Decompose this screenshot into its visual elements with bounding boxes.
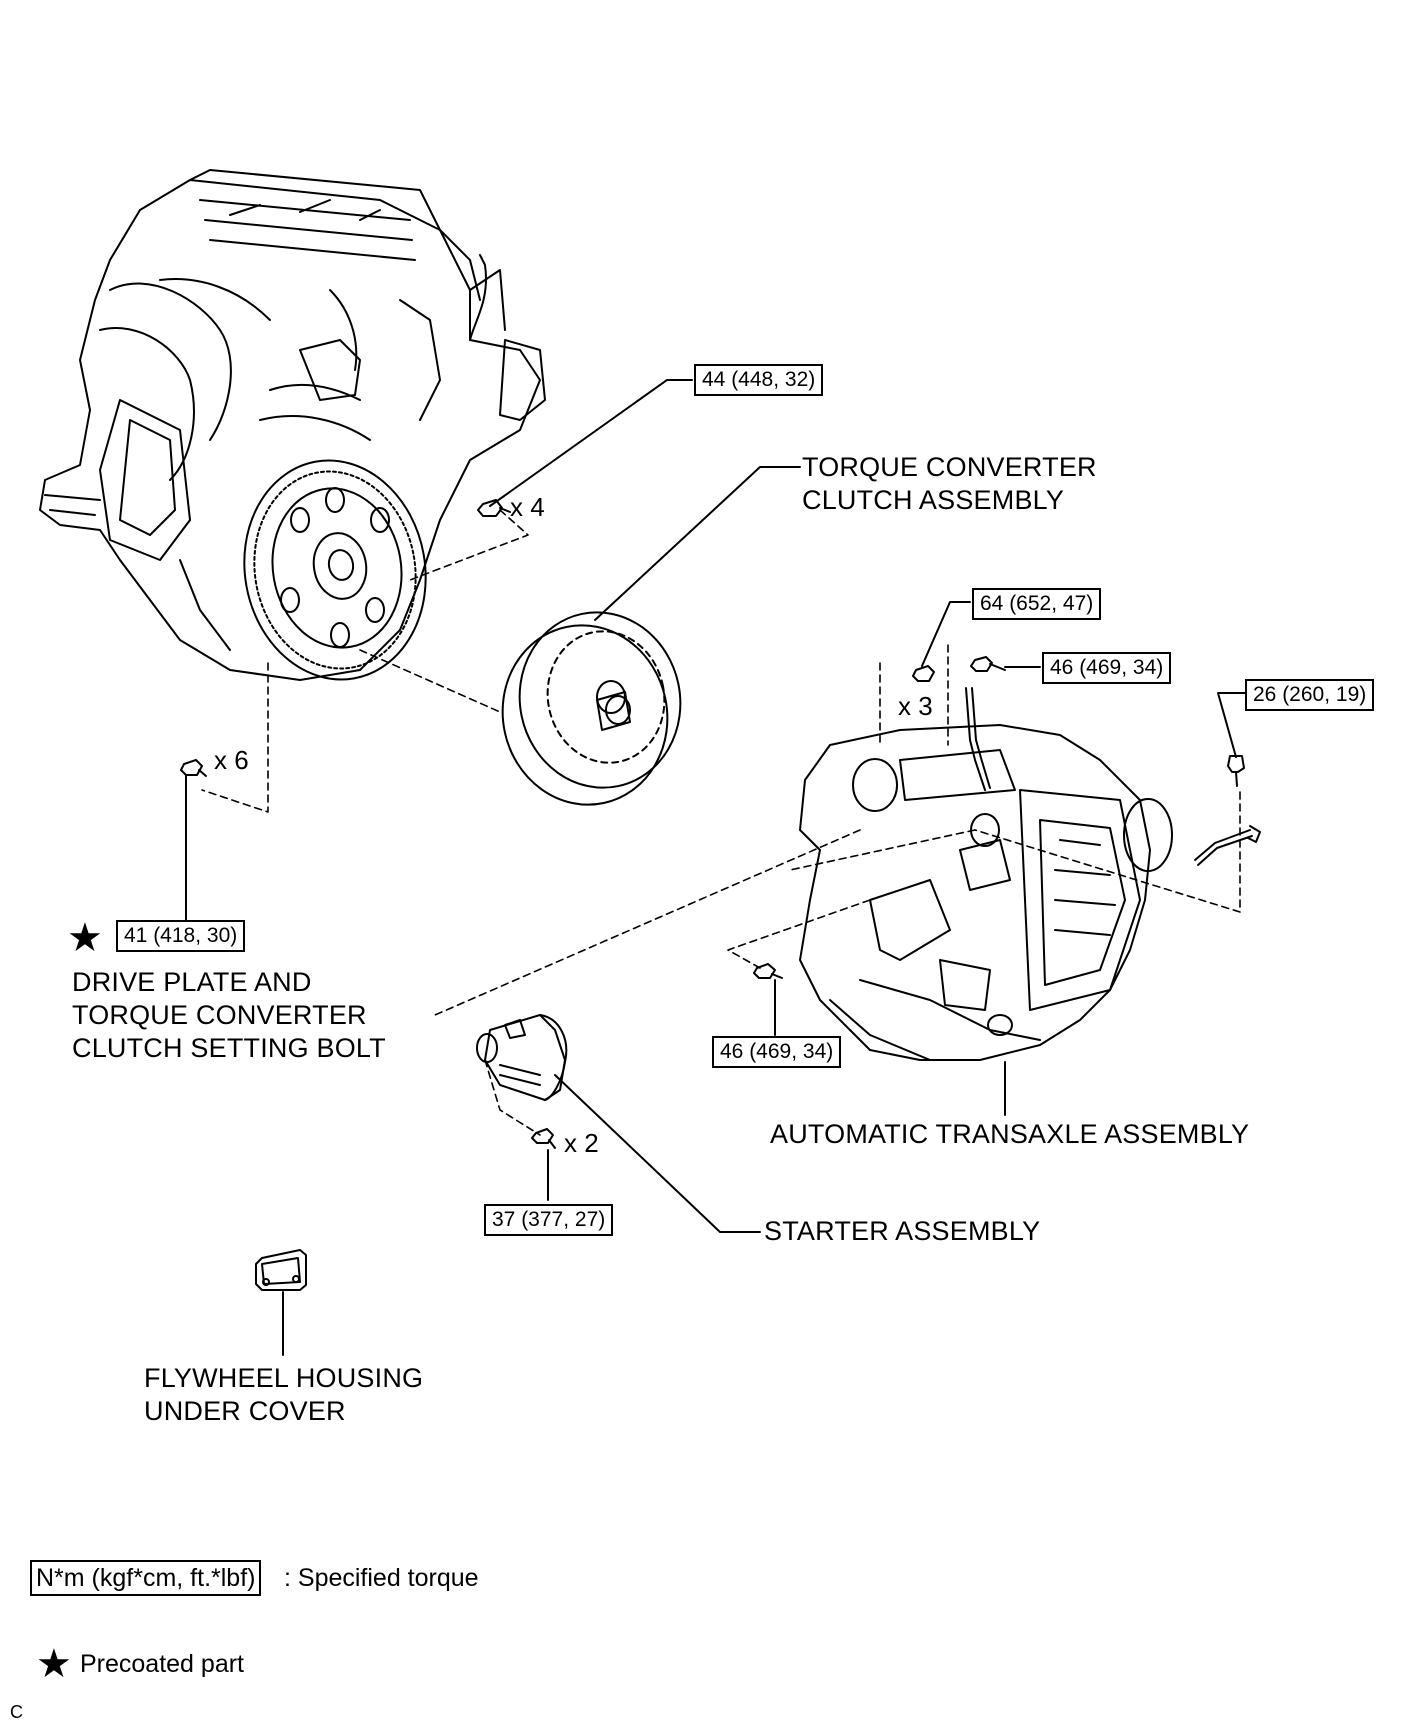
alignment-lines bbox=[201, 509, 1241, 1136]
flywheel-cover-label-line2: UNDER COVER bbox=[144, 1396, 346, 1426]
figure-code: C bbox=[10, 1702, 23, 1722]
torque-converter-label: TORQUE CONVERTER CLUTCH ASSEMBLY bbox=[802, 451, 1097, 517]
legend-torque-description: : Specified torque bbox=[284, 1564, 479, 1592]
drive-plate-bolt-label: DRIVE PLATE AND TORQUE CONVERTER CLUTCH … bbox=[72, 966, 386, 1065]
torque-converter-illustration bbox=[501, 611, 682, 806]
starter-illustration bbox=[476, 1014, 568, 1101]
bolt-quantity-x4: x 4 bbox=[510, 492, 545, 522]
transaxle-illustration bbox=[799, 687, 1261, 1061]
drive-plate-bolt-label-line2: TORQUE CONVERTER bbox=[72, 1000, 367, 1030]
torque-spec-46-upper: 46 (469, 34) bbox=[1042, 652, 1172, 684]
legend-star-icon: ★ bbox=[36, 1642, 72, 1686]
drive-plate-bolt-label-line1: DRIVE PLATE AND bbox=[72, 967, 312, 997]
flywheel-cover-label-line1: FLYWHEEL HOUSING bbox=[144, 1363, 424, 1393]
starter-label: STARTER ASSEMBLY bbox=[764, 1216, 1041, 1246]
precoated-star-icon: ★ bbox=[67, 916, 103, 960]
bolt-quantity-x2: x 2 bbox=[564, 1128, 599, 1158]
torque-spec-26: 26 (260, 19) bbox=[1245, 679, 1375, 711]
torque-spec-44: 44 (448, 32) bbox=[694, 364, 824, 396]
leader-lines bbox=[185, 379, 1256, 1356]
legend-torque-unit-box: N*m (kgf*cm, ft.*lbf) bbox=[30, 1560, 262, 1596]
bolt-quantity-x6: x 6 bbox=[214, 745, 249, 775]
engine-illustration bbox=[39, 169, 546, 681]
torque-spec-37: 37 (377, 27) bbox=[484, 1204, 614, 1236]
bolt-quantity-x3: x 3 bbox=[898, 691, 933, 721]
flywheel-cover-illustration bbox=[255, 1249, 307, 1291]
torque-spec-46-lower: 46 (469, 34) bbox=[712, 1036, 842, 1068]
torque-spec-64: 64 (652, 47) bbox=[972, 588, 1102, 620]
torque-converter-label-line1: TORQUE CONVERTER bbox=[802, 452, 1097, 482]
bolt-icons bbox=[180, 499, 1245, 1149]
automatic-transaxle-label: AUTOMATIC TRANSAXLE ASSEMBLY bbox=[770, 1119, 1250, 1149]
flywheel-cover-label: FLYWHEEL HOUSING UNDER COVER bbox=[144, 1362, 423, 1428]
torque-converter-label-line2: CLUTCH ASSEMBLY bbox=[802, 485, 1065, 515]
drive-plate-bolt-label-line3: CLUTCH SETTING BOLT bbox=[72, 1033, 386, 1063]
torque-spec-41: 41 (418, 30) bbox=[116, 920, 246, 952]
legend-precoated-text: Precoated part bbox=[80, 1650, 244, 1678]
